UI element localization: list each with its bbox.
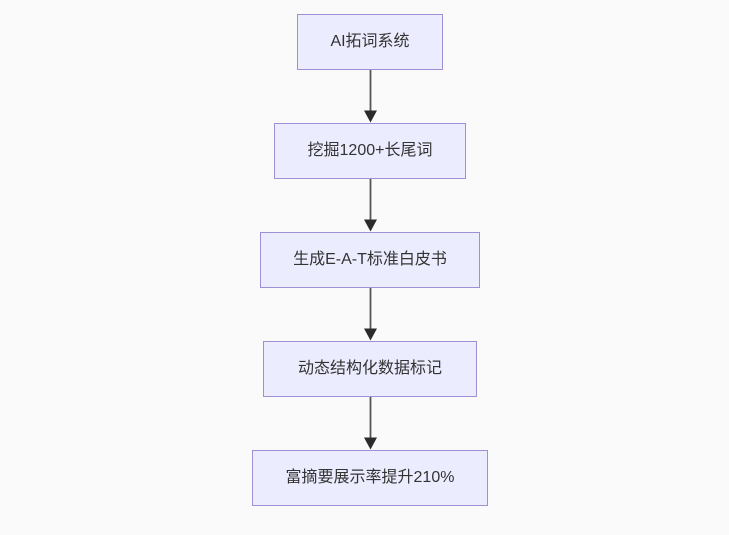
- flow-node-structured-data-markup: 动态结构化数据标记: [263, 341, 477, 397]
- flow-node-label: AI拓词系统: [330, 33, 410, 50]
- flow-node-label: 动态结构化数据标记: [297, 360, 442, 377]
- flow-node-ai-keyword-system: AI拓词系统: [297, 14, 443, 70]
- flow-node-longtail-mining: 挖掘1200+长尾词: [274, 123, 466, 179]
- flow-arrow-c-to-d: [364, 288, 377, 341]
- flow-node-eat-whitepaper: 生成E-A-T标准白皮书: [260, 232, 480, 288]
- flow-node-rich-snippet-result: 富摘要展示率提升210%: [252, 450, 488, 506]
- flow-arrow-b-to-c: [364, 179, 377, 232]
- flow-node-label: 挖掘1200+长尾词: [307, 142, 433, 159]
- flow-node-label: 生成E-A-T标准白皮书: [293, 251, 447, 268]
- flow-arrow-a-to-b: [364, 70, 377, 123]
- flow-arrow-d-to-e: [364, 397, 377, 450]
- flow-node-label: 富摘要展示率提升210%: [285, 469, 455, 486]
